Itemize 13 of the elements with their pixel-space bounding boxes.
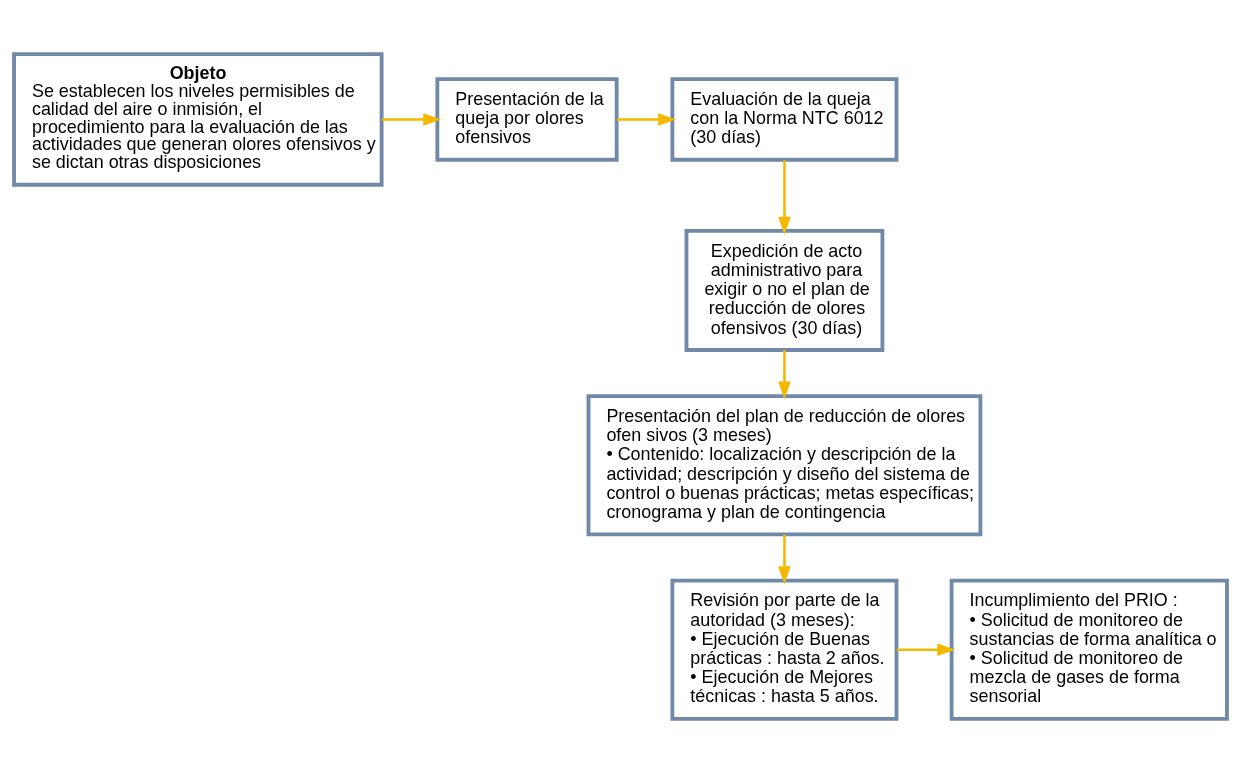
- arrow: [778, 534, 791, 584]
- node-box: Expedición de acto administrativo para exigir o no el plan de reducción de olores ofensivos (30 días): [684, 228, 885, 352]
- arrow: [381, 112, 442, 126]
- node-box: Objeto Se establecen los niveles permisibles de calidad del aire o inmisión, el procedimiento para la evaluación de las actividades que generan olores ofensivos y se dictan otras disposiciones: [12, 51, 384, 187]
- arrow: [778, 159, 791, 235]
- node-box: Presentación del plan de reducción de olores ofen sivos (3 meses) • Contenido: localización y descripción de la actividad; descripción y diseño del sistema de control o buenas prácticas; metas específicas; cronograma y plan de contingencia: [586, 393, 983, 536]
- arrow: [897, 642, 956, 656]
- node-box: Presentación de la queja por olores ofensivos: [435, 76, 619, 162]
- node-box: Evaluación de la queja con la Norma NTC 6012 (30 días): [670, 76, 899, 162]
- arrow: [778, 349, 791, 399]
- arrow: [617, 112, 677, 126]
- node-box: Revisión por parte de la autoridad (3 meses): • Ejecución de Buenas prácticas : hasta 2 años. • Ejecución de Mejores técnicas : hasta 5 años.: [670, 578, 899, 721]
- node-box: Incumplimiento del PRIO : • Solicitud de monitoreo de sustancias de forma analítica o • Solicitud de monitoreo de mezcla de gases de forma sensorial: [949, 578, 1229, 721]
